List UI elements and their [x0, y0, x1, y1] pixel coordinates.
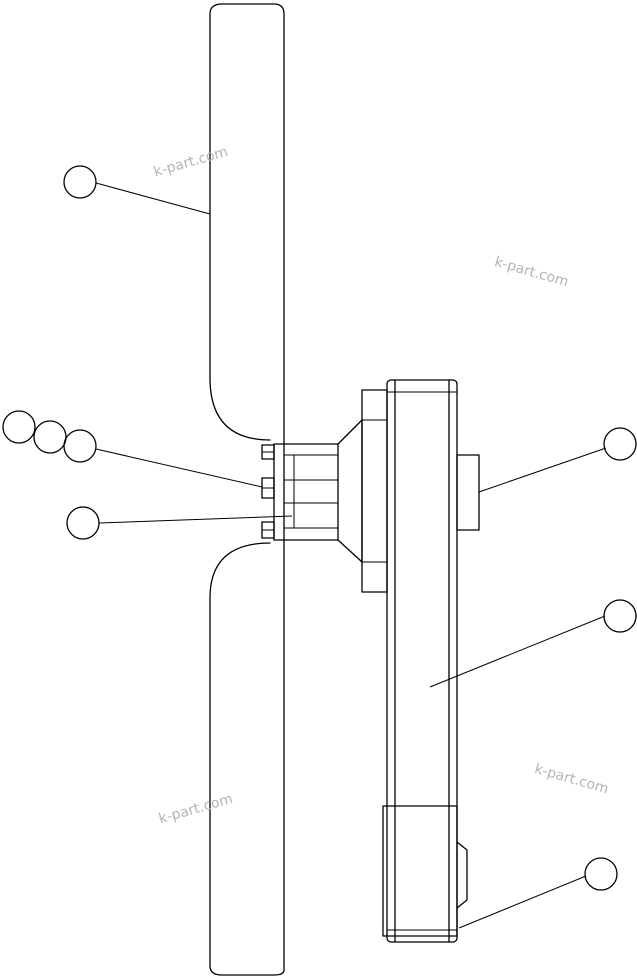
bolt: [261, 521, 275, 539]
leader-lines: [95, 182, 607, 929]
callout-balloons: [2, 165, 637, 891]
bolt: [261, 477, 275, 499]
callout-7: [603, 599, 637, 633]
callout-1: [63, 165, 97, 199]
drive-belt: [386, 379, 458, 943]
bolt: [261, 444, 275, 460]
fan-blade: [209, 3, 285, 976]
callout-8: [584, 857, 618, 891]
callout-6: [603, 427, 637, 461]
callout-2: [2, 410, 36, 444]
callout-5: [66, 506, 100, 540]
callout-4: [63, 429, 97, 463]
pulley-flange: [337, 389, 388, 593]
callout-3: [33, 420, 67, 454]
lower-pulley: [382, 805, 468, 937]
pulley-boss: [456, 454, 480, 531]
